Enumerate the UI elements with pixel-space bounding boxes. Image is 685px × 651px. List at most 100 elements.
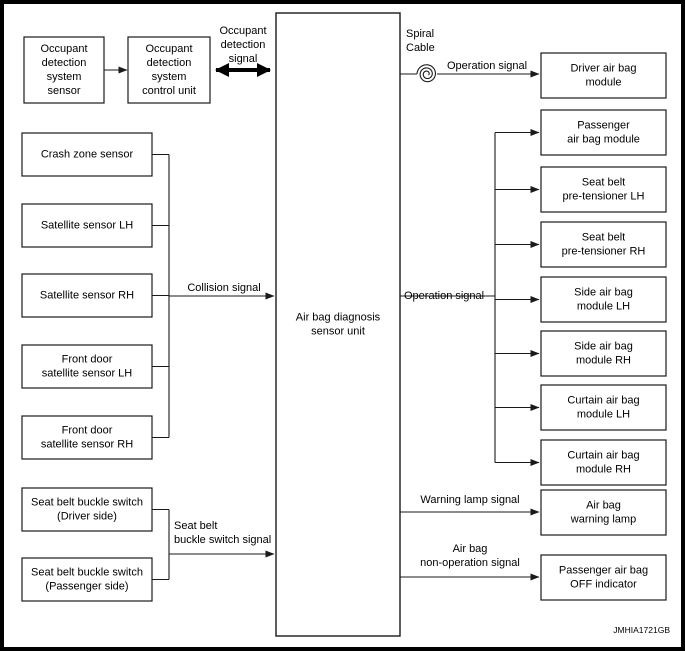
node-label-line: control unit — [142, 85, 196, 97]
node-box — [21, 557, 153, 602]
node-satellite-sensor-lh: Satellite sensor LH — [21, 203, 153, 248]
node-box — [540, 166, 667, 213]
signal-label-line: non-operation signal — [420, 557, 520, 569]
node-label-line: Satellite sensor LH — [41, 219, 133, 231]
node-box — [540, 554, 667, 601]
node-seat-belt-buckle-switch-passenger-side: Seat belt buckle switch (Passenger side) — [21, 557, 153, 602]
node-box — [23, 36, 105, 104]
spiral-cable-icon — [416, 64, 436, 83]
node-label-line: satellite sensor LH — [42, 367, 133, 379]
node-box — [21, 132, 153, 177]
signal-label-occupant-detection-signal: Occupant detection signal — [219, 25, 266, 65]
node-box — [540, 52, 667, 99]
signal-label-air-bag-non-operation-signal: Air bag non-operation signal — [420, 543, 520, 569]
node-box — [21, 203, 153, 248]
node-label-line: Curtain air bag — [567, 394, 639, 406]
node-box — [540, 439, 667, 486]
spiral-coil — [416, 64, 436, 83]
signal-label-line: buckle switch signal — [174, 534, 271, 546]
signal-label-line: Occupant — [219, 25, 266, 37]
node-box — [127, 36, 211, 104]
signal-label-line: Operation signal — [447, 60, 527, 72]
node-label-line: Front door — [62, 353, 113, 365]
node-label-line: Driver air bag — [570, 62, 636, 74]
node-box — [540, 109, 667, 156]
node-box — [540, 221, 667, 268]
figure-code: JMHIA1721GB — [613, 625, 670, 635]
node-box — [21, 415, 153, 460]
signal-label-line: Operation signal — [404, 290, 484, 302]
signal-label-line: detection — [221, 39, 266, 51]
node-label-line: pre-tensioner LH — [563, 190, 645, 202]
node-label-line: Seat belt — [582, 176, 625, 188]
signal-label-seat-belt-buckle-switch-signal: Seat belt buckle switch signal — [174, 520, 271, 546]
node-curtain-air-bag-module-lh: Curtain air bag module LH — [540, 384, 667, 431]
spiral-cable-label-line: Cable — [406, 42, 435, 54]
node-label-line: module RH — [576, 463, 631, 475]
node-seat-belt-pre-tensioner-lh: Seat belt pre-tensioner LH — [540, 166, 667, 213]
node-label-line: module RH — [576, 354, 631, 366]
node-label-line: Occupant — [145, 43, 192, 55]
node-label-line: Front door — [62, 424, 113, 436]
node-label-line: Passenger — [577, 119, 630, 131]
node-box — [540, 489, 667, 536]
signal-label-line: Air bag — [453, 543, 488, 555]
node-air-bag-warning-lamp: Air bag warning lamp — [540, 489, 667, 536]
node-box — [21, 344, 153, 389]
signal-label-warning-lamp-signal: Warning lamp signal — [420, 494, 519, 506]
node-label-line: satellite sensor RH — [41, 438, 133, 450]
node-label-line: Side air bag — [574, 340, 633, 352]
node-occupant-detection-system-control-unit: Occupant detection system control unit — [127, 36, 211, 104]
signal-label-line: signal — [229, 53, 258, 65]
signal-label-line: Seat belt — [174, 520, 217, 532]
node-label-line: detection — [147, 57, 192, 69]
node-label-line: (Passenger side) — [45, 580, 128, 592]
node-label-line: Seat belt buckle switch — [31, 566, 143, 578]
node-label-line: Passenger air bag — [559, 564, 648, 576]
signal-label-line: Collision signal — [187, 282, 260, 294]
node-satellite-sensor-rh: Satellite sensor RH — [21, 273, 153, 318]
node-label-line: Side air bag — [574, 286, 633, 298]
node-driver-air-bag-module: Driver air bag module — [540, 52, 667, 99]
node-label-line: system — [152, 71, 187, 83]
connector-layer — [104, 63, 540, 581]
node-seat-belt-buckle-switch-driver-side: Seat belt buckle switch(Driver side) — [21, 487, 153, 532]
node-label-line: module LH — [577, 300, 630, 312]
spiral-cable-label-line: Spiral — [406, 28, 434, 40]
node-label-line: Occupant — [40, 43, 87, 55]
node-label-line: Air bag — [586, 499, 621, 511]
signal-label-line: Warning lamp signal — [420, 494, 519, 506]
node-side-air-bag-module-rh: Side air bag module RH — [540, 330, 667, 377]
node-label-line: warning lamp — [570, 513, 636, 525]
node-label-line: detection — [42, 57, 87, 69]
node-side-air-bag-module-lh: Side air bag module LH — [540, 276, 667, 323]
node-box — [275, 12, 401, 637]
node-front-door-satellite-sensor-rh: Front door satellite sensor RH — [21, 415, 153, 460]
node-passenger-air-bag-module: Passenger air bag module — [540, 109, 667, 156]
node-label-line: module LH — [577, 408, 630, 420]
signal-label-collision-signal: Collision signal — [187, 282, 260, 294]
node-label-line: sensor — [47, 85, 80, 97]
node-label-line: Seat belt buckle switch — [31, 496, 143, 508]
node-crash-zone-sensor: Crash zone sensor — [21, 132, 153, 177]
signal-label-driver-operation-signal: Operation signal — [447, 60, 527, 72]
node-box — [540, 276, 667, 323]
node-label-line: module — [585, 76, 621, 88]
node-label-line: pre-tensioner RH — [562, 245, 646, 257]
node-box — [21, 487, 153, 532]
node-front-door-satellite-sensor-lh: Front door satellite sensor LH — [21, 344, 153, 389]
node-label-line: OFF indicator — [570, 578, 637, 590]
node-label-line: Air bag diagnosis — [296, 311, 381, 323]
node-label-line: air bag module — [567, 133, 640, 145]
